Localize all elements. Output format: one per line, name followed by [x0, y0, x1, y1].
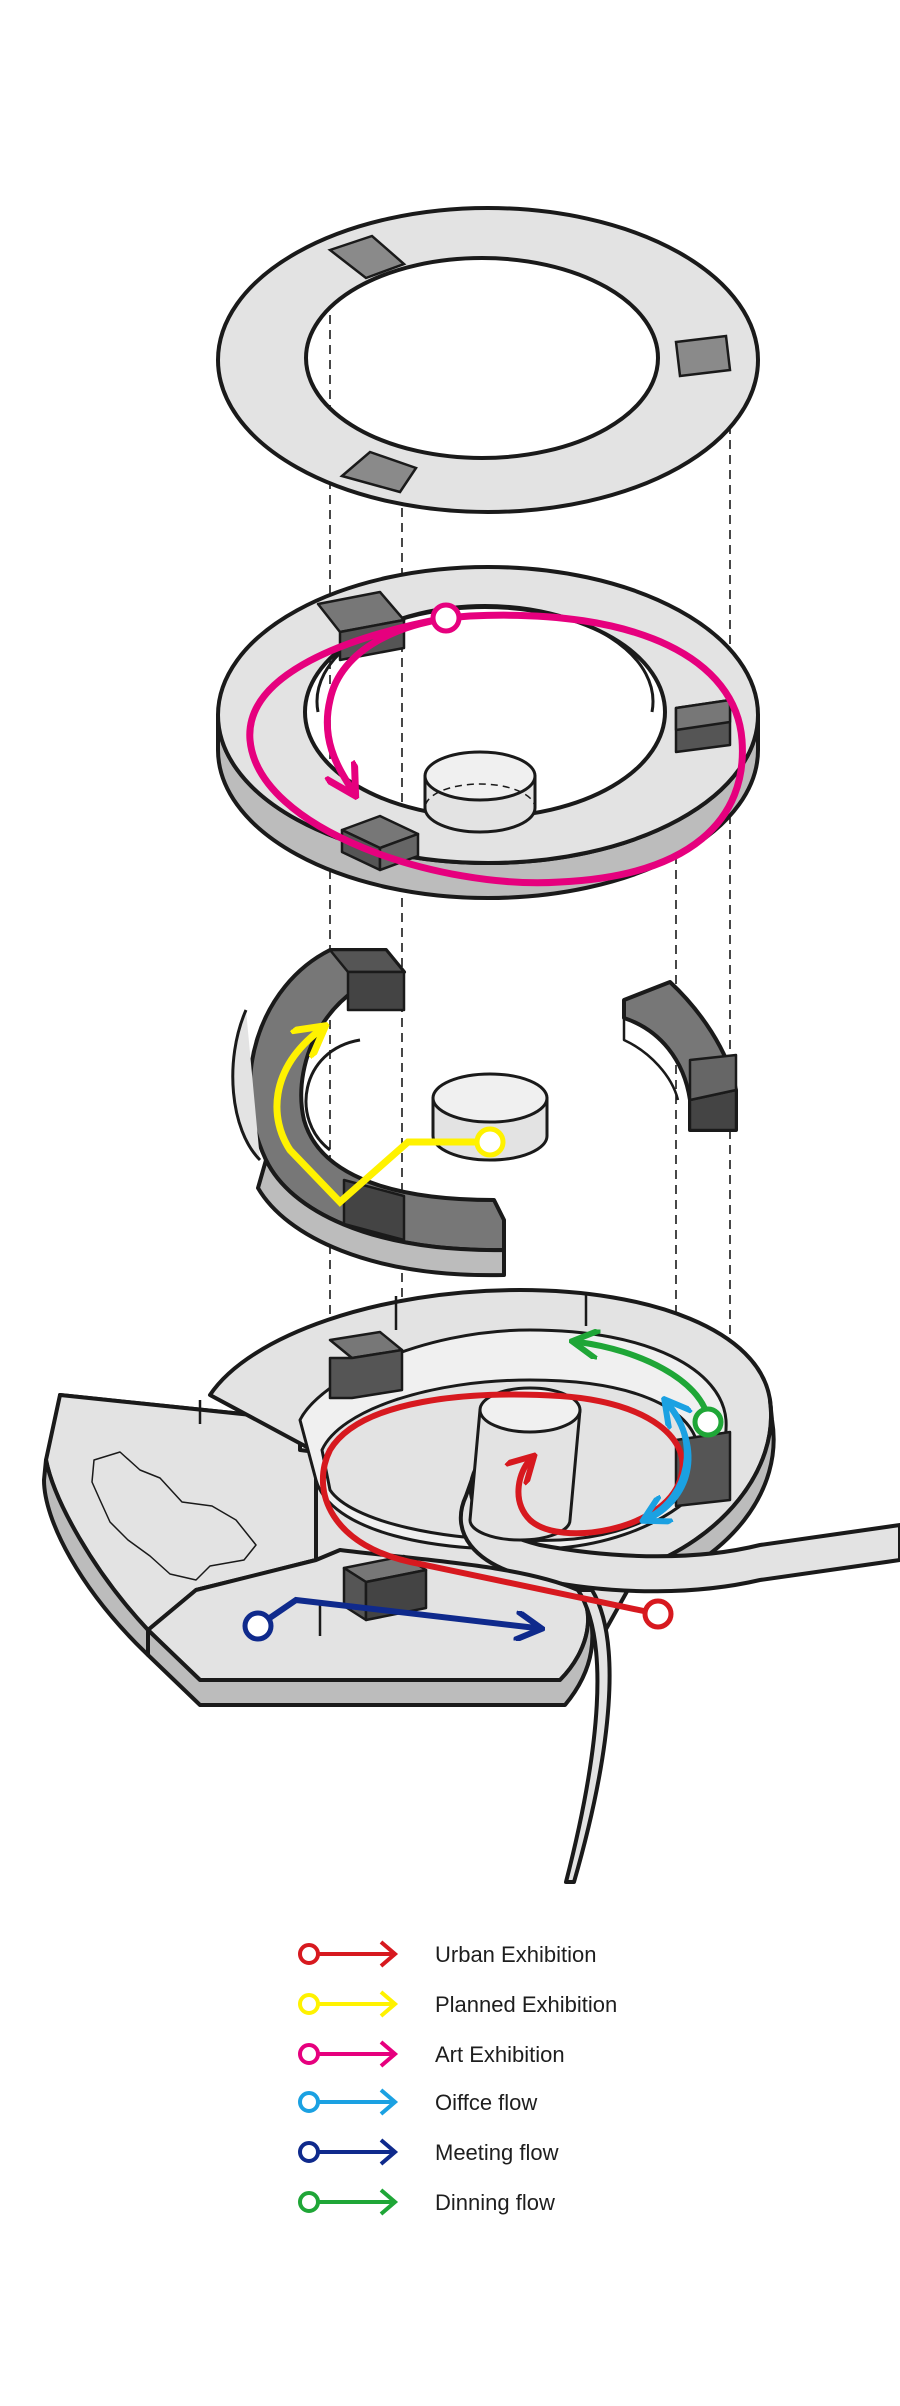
urban-exhibition-flow [320, 1391, 686, 1630]
middle-floor [231, 948, 738, 1278]
dining-flow-start-node [692, 1406, 724, 1438]
roof-skylight-3 [339, 450, 418, 494]
meeting-flow-start-node [242, 1610, 274, 1642]
urban-flow-start-node [642, 1598, 674, 1630]
planned-flow-start-node [474, 1126, 506, 1158]
planned-exhibition-flow [273, 1030, 506, 1207]
dining-flow [578, 1342, 724, 1438]
office-flow [646, 1404, 688, 1520]
roof-skylight-2 [674, 334, 732, 378]
meeting-flow [242, 1596, 536, 1642]
roof-ring [215, 206, 761, 514]
ground-floor [42, 1288, 900, 1884]
art-flow-start-node [430, 602, 462, 634]
city-map-outline [91, 1451, 257, 1581]
art-exhibition-flow [246, 602, 746, 887]
roof-skylight-1 [327, 234, 407, 280]
